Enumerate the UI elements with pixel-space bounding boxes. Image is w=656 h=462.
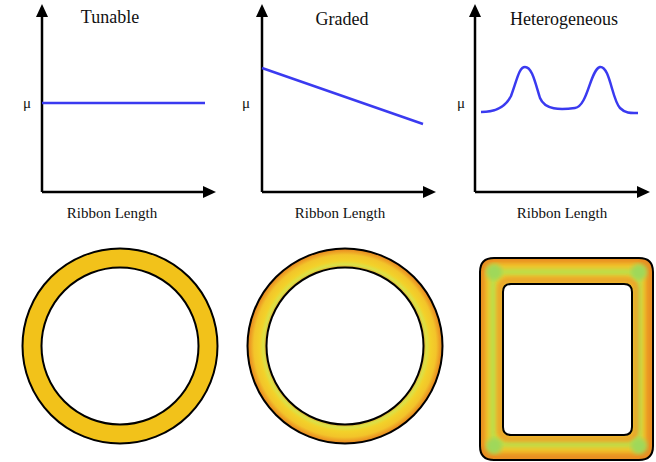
axis-label: Ribbon Length — [517, 205, 607, 222]
panel-title: Heterogeneous — [510, 10, 618, 30]
axis-arrowheads — [36, 4, 650, 198]
axes — [42, 14, 642, 192]
panel-title: Graded — [316, 10, 369, 30]
graded-ring — [248, 249, 443, 444]
axis-label: Ribbon Length — [295, 205, 385, 222]
axis-symbol: μ — [242, 95, 250, 112]
tunable-ring — [23, 249, 218, 444]
panel-title: Tunable — [81, 8, 139, 28]
axis-label: Ribbon Length — [67, 205, 157, 222]
modulus-curves — [42, 67, 638, 124]
heterogeneous-ribbon — [478, 256, 656, 462]
axis-symbol: μ — [457, 95, 465, 112]
axis-symbol: μ — [23, 95, 31, 112]
